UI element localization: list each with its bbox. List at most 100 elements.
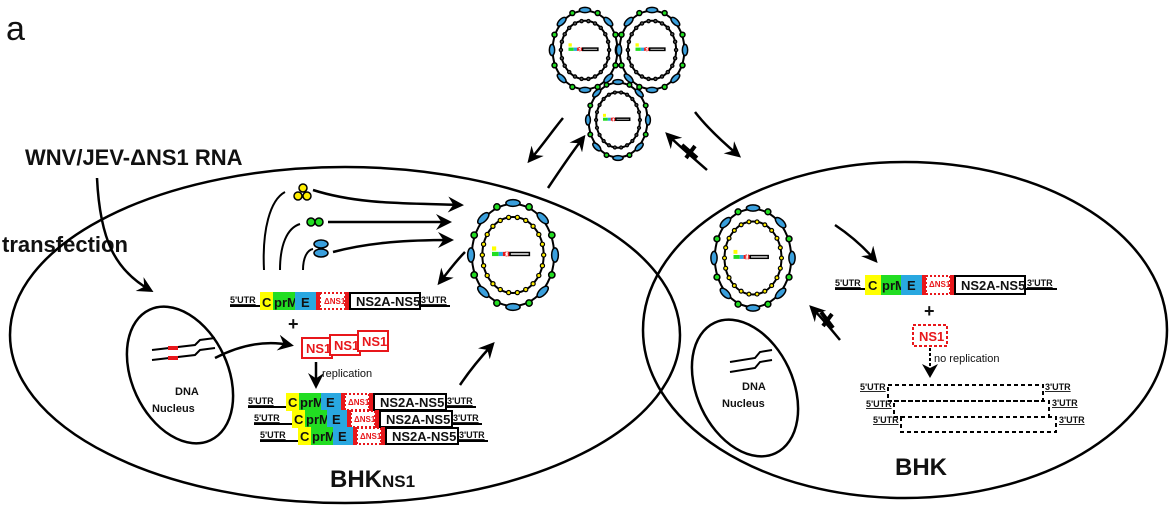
cell-bhk-ns1-label: BHKNS1 [330, 466, 415, 493]
block-x-icon [819, 310, 835, 330]
translation-line-c [262, 191, 286, 271]
svg-text:C: C [300, 429, 310, 444]
genome-left: 5'UTR C prM E ΔNS1 NS2A-NS5 3'UTR [230, 292, 450, 310]
prm-protein-pair [306, 217, 324, 227]
svg-text:3'UTR: 3'UTR [421, 295, 447, 305]
svg-text:3'UTR: 3'UTR [453, 413, 479, 423]
no-replication-label: no replication [934, 353, 999, 365]
segment-c [260, 292, 273, 310]
ns1-gene-marker [168, 346, 178, 350]
svg-text:NS1: NS1 [306, 341, 331, 356]
capsid-protein-cluster [293, 183, 312, 201]
svg-text:3'UTR: 3'UTR [1059, 415, 1085, 425]
svg-text:E: E [332, 412, 341, 427]
ns1-absent-box [912, 324, 948, 347]
assembly-arrow [458, 342, 495, 386]
nucleus-label: Nucleus [722, 398, 765, 410]
ns1-absent-label: NS1 [919, 329, 944, 344]
segment-prm [273, 292, 295, 310]
ns1-protein-boxes: NS1 NS1 NS1 [301, 330, 389, 359]
virion-assembling-bhk-ns1 [466, 198, 560, 312]
nucleus-right [690, 318, 800, 458]
svg-text:3'UTR: 3'UTR [1027, 278, 1053, 288]
capsid-to-virion-arrow [312, 188, 464, 213]
svg-text:NS2A-NS5: NS2A-NS5 [386, 412, 450, 427]
svg-text:prM: prM [306, 412, 330, 427]
svg-text:ΔNS1: ΔNS1 [348, 398, 370, 407]
dna-strand [729, 359, 773, 373]
ns1-expression-arrow [214, 334, 294, 360]
svg-text:5'UTR: 5'UTR [860, 382, 886, 392]
translation-line-prm [279, 223, 301, 271]
nucleus-dna-label: DNA [175, 386, 199, 398]
replication-label: replication [322, 368, 372, 380]
transfection-arrow [95, 177, 154, 292]
svg-text:ΔNS1: ΔNS1 [929, 280, 951, 289]
svg-text:ΔNS1: ΔNS1 [354, 415, 376, 424]
plus-sign: + [924, 301, 935, 321]
svg-text:3'UTR: 3'UTR [459, 430, 485, 440]
dna-strand [151, 337, 216, 351]
segment-e [295, 292, 316, 310]
svg-text:3'UTR: 3'UTR [447, 396, 473, 406]
svg-text:NS1: NS1 [362, 334, 387, 349]
svg-text:C: C [868, 278, 878, 293]
svg-text:ΔNS1: ΔNS1 [360, 432, 382, 441]
svg-text:5'UTR: 5'UTR [230, 295, 256, 305]
virion-entry-arrow-right [694, 111, 742, 158]
svg-text:ΔNS1: ΔNS1 [324, 297, 346, 306]
genome-right: 5'UTR C prM E ΔNS1 NS2A-NS5 3'UTR [835, 275, 1057, 295]
e-to-virion-arrow [332, 232, 454, 254]
uncoating-arrow [834, 223, 878, 264]
svg-text:NS2A-NS5: NS2A-NS5 [961, 278, 1025, 293]
svg-text:3'UTR: 3'UTR [1052, 398, 1078, 408]
virion-to-genome-arrow [437, 251, 466, 286]
svg-text:E: E [907, 278, 916, 293]
svg-text:5'UTR: 5'UTR [260, 430, 286, 440]
svg-text:E: E [326, 395, 335, 410]
dna-strand [729, 349, 773, 363]
virion-release-arrow [546, 134, 586, 189]
virions [466, 6, 796, 312]
released-virion [584, 78, 652, 162]
input-rna-label: WNV/JEV-ΔNS1 RNA [25, 145, 243, 170]
blocked-release-arrow [665, 132, 708, 171]
cell-bhk-label: BHK [895, 454, 948, 481]
nucleus-label: Nucleus [152, 403, 195, 415]
svg-text:5'UTR: 5'UTR [873, 415, 899, 425]
svg-text:prM: prM [882, 278, 906, 293]
svg-text:5'UTR: 5'UTR [835, 278, 861, 288]
plus-sign: + [288, 314, 299, 334]
svg-text:prM: prM [312, 429, 336, 444]
svg-text:C: C [294, 412, 304, 427]
nucleus-dna-label: DNA [742, 381, 766, 393]
no-replication-arrowhead [922, 364, 938, 378]
segment-ns2a-ns5 [349, 292, 421, 310]
svg-text:5'UTR: 5'UTR [248, 396, 274, 406]
replicated-genomes: 5'UTR C prM E ΔNS1 NS2A-NS5 3'UTR 5'UTR … [248, 393, 488, 445]
svg-text:NS2A-NS5: NS2A-NS5 [392, 429, 456, 444]
svg-text:C: C [262, 295, 272, 310]
svg-text:5'UTR: 5'UTR [254, 413, 280, 423]
panel-label: a [6, 10, 25, 48]
nucleus-left [125, 305, 235, 445]
svg-text:NS1: NS1 [334, 338, 359, 353]
translation-line-e [302, 248, 314, 271]
svg-text:prM: prM [274, 295, 298, 310]
virion-entry-arrow-left [527, 117, 564, 164]
svg-text:prM: prM [300, 395, 324, 410]
ns1-gene-marker [168, 356, 178, 360]
svg-text:5'UTR: 5'UTR [866, 399, 892, 409]
e-protein-pair [313, 239, 329, 258]
svg-text:NS2A-NS5: NS2A-NS5 [380, 395, 444, 410]
svg-text:E: E [301, 295, 310, 310]
svg-text:C: C [288, 395, 298, 410]
svg-text:E: E [338, 429, 347, 444]
absent-genomes: 5'UTR 3'UTR 5'UTR 3'UTR 5'UTR 3'UTR [860, 382, 1085, 433]
cell-bhk-membrane [641, 160, 1169, 500]
cell-bhk-ns1-membrane [8, 165, 682, 505]
released-virion [548, 6, 622, 94]
svg-text:3'UTR: 3'UTR [1045, 382, 1071, 392]
released-virion [615, 6, 689, 94]
